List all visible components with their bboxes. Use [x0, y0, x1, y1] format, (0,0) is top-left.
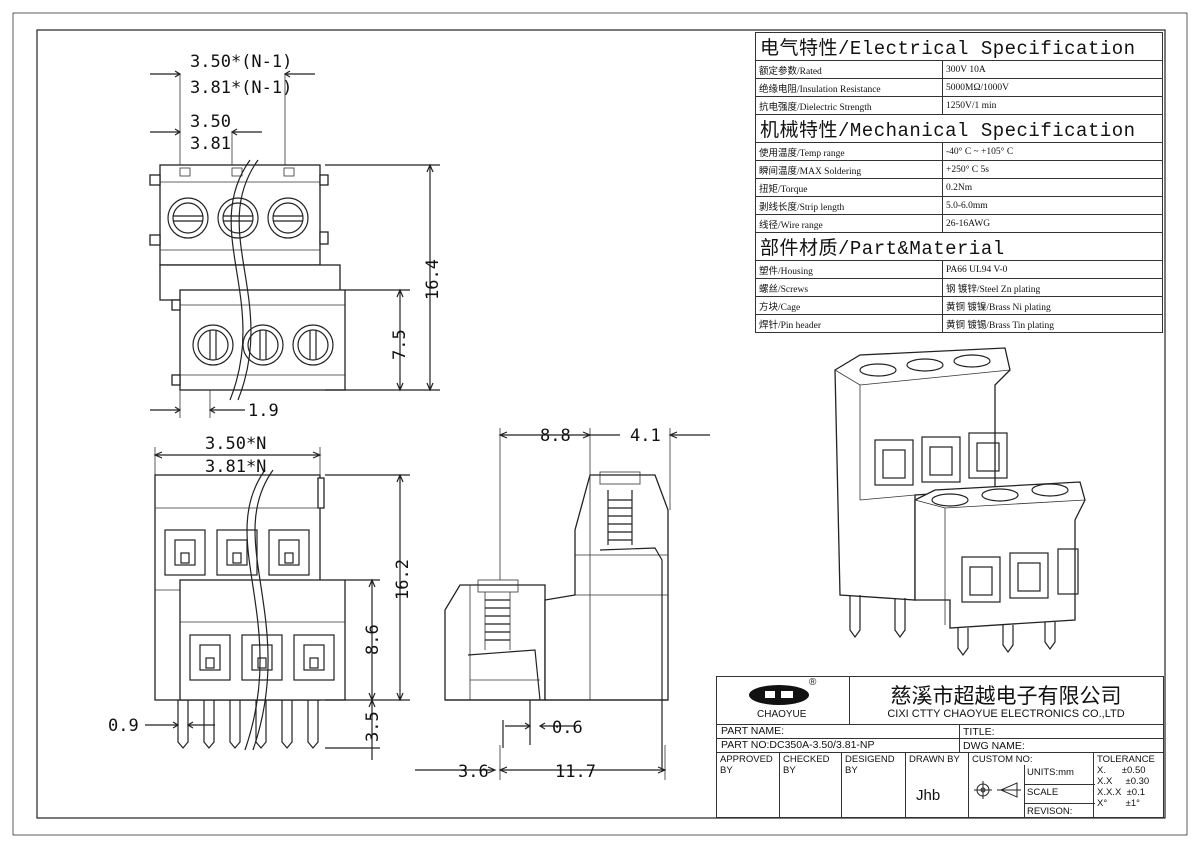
part-no: PART NO:DC350A-3.50/3.81-NP [721, 739, 875, 751]
spec-label: 线径/Wire range [755, 214, 943, 233]
spec-table: 电气特性/Electrical Specification 额定参数/Rated… [755, 32, 1163, 333]
spec-value: 300V 10A [942, 60, 1163, 79]
dim-pin-35: 3.5 [363, 711, 383, 742]
tolerance-row: X° ±1° [1097, 798, 1140, 809]
tolerance-row: X. ±0.50 [1097, 765, 1146, 776]
spec-value: 0.2Nm [942, 178, 1163, 197]
spec-label: 绝缘电阻/Insulation Resistance [755, 78, 943, 97]
dim-pitch-350: 3.50 [190, 112, 231, 132]
company-name-en: CIXI CTTY CHAOYUE ELECTRONICS CO.,LTD [887, 708, 1125, 720]
dim-height-75: 7.5 [390, 329, 410, 360]
tolerance-row: X.X.X ±0.1 [1097, 787, 1145, 798]
spec-label: 额定参数/Rated [755, 60, 943, 79]
logo-icon [749, 685, 809, 705]
dim-height-86: 8.6 [363, 624, 383, 655]
revision-label: REVISON: [1027, 806, 1073, 817]
company-logo: ® CHAOYUE [717, 677, 850, 724]
spec-label: 瞬间温度/MAX Soldering [755, 160, 943, 179]
spec-value: 26-16AWG [942, 214, 1163, 233]
spec-label: 方块/Cage [755, 296, 943, 315]
dim-side-41: 4.1 [630, 426, 661, 446]
scale-label: SCALE [1025, 785, 1095, 804]
company-name-cn: 慈溪市超越电子有限公司 [890, 684, 1122, 708]
spec-label: 使用温度/Temp range [755, 142, 943, 161]
spec-value: 钢 镀锌/Steel Zn plating [942, 278, 1163, 297]
side-view: 8.8 4.1 0.6 3.6 11.7 [415, 426, 710, 782]
checked-by-label: CHECKED BY [783, 754, 830, 776]
spec-label: 塑件/Housing [755, 260, 943, 279]
mechanical-title: 机械特性/Mechanical Specification [755, 114, 1163, 143]
units-label: UNITS:mm [1025, 765, 1095, 785]
spec-label: 扭矩/Torque [755, 178, 943, 197]
drawn-by-label: DRAWN BY [909, 754, 960, 765]
spec-label: 焊针/Pin header [755, 314, 943, 333]
dim-side-06: 0.6 [552, 718, 583, 738]
dim-pitch-381: 3.81 [190, 134, 231, 154]
dim-side-88: 8.8 [540, 426, 571, 446]
front-view: 3.50*N 3.81*N 16.2 8.6 3.5 0.9 [108, 434, 413, 760]
isometric-view [834, 347, 1086, 657]
designed-by-label: DESIGEND BY [845, 754, 895, 776]
dim-height-162: 16.2 [393, 559, 413, 600]
spec-label: 螺丝/Screws [755, 278, 943, 297]
spec-value: +250° C 5s [942, 160, 1163, 179]
inner-border [36, 29, 1166, 819]
title-label: TITLE: [963, 726, 995, 738]
top-view: 3.50*(N-1) 3.81*(N-1) 3.50 3.81 16.4 7.5… [149, 52, 443, 421]
dim-side-36: 3.6 [458, 762, 489, 782]
dim-pitch-n1-381: 3.81*(N-1) [190, 78, 292, 98]
approved-by-label: APPROVED BY [720, 754, 773, 776]
spec-label: 抗电强度/Dielectric Strength [755, 96, 943, 115]
spec-value: 5000MΩ/1000V [942, 78, 1163, 97]
spec-value: 黄铜 镀镍/Brass Ni plating [942, 296, 1163, 315]
dim-height-164: 16.4 [423, 259, 443, 300]
electrical-title: 电气特性/Electrical Specification [755, 32, 1163, 61]
logo-text: CHAOYUE [757, 709, 807, 720]
tolerance-row: X.X ±0.30 [1097, 776, 1150, 787]
title-block: ® CHAOYUE 慈溪市超越电子有限公司 CIXI CTTY CHAOYUE … [716, 676, 1164, 818]
logo-registered-mark: ® [809, 677, 817, 688]
dim-offset-19: 1.9 [248, 401, 279, 421]
tolerance-label: TOLERANCE [1097, 754, 1155, 765]
dwg-name-label: DWG NAME: [963, 740, 1025, 752]
projection-symbol-icon [974, 781, 1021, 799]
custom-no-label: CUSTOM NO: [972, 754, 1033, 765]
dim-pitch-n1-350: 3.50*(N-1) [190, 52, 292, 72]
dim-side-117: 11.7 [555, 762, 596, 782]
spec-value: 1250V/1 min [942, 96, 1163, 115]
spec-value: 5.0-6.0mm [942, 196, 1163, 215]
outer-border [12, 12, 1188, 836]
material-title: 部件材质/Part&Material [755, 232, 1163, 261]
dim-width-n-350: 3.50*N [205, 434, 266, 454]
spec-label: 剥线长度/Strip length [755, 196, 943, 215]
spec-value: -40° C ~ +105° C [942, 142, 1163, 161]
dim-width-n-381: 3.81*N [205, 457, 266, 477]
spec-value: 黄铜 镀锡/Brass Tin plating [942, 314, 1163, 333]
drawn-by-value: Jhb [916, 787, 941, 804]
dim-pin-09: 0.9 [108, 716, 139, 736]
spec-value: PA66 UL94 V-0 [942, 260, 1163, 279]
part-name-label: PART NAME: [721, 725, 785, 737]
